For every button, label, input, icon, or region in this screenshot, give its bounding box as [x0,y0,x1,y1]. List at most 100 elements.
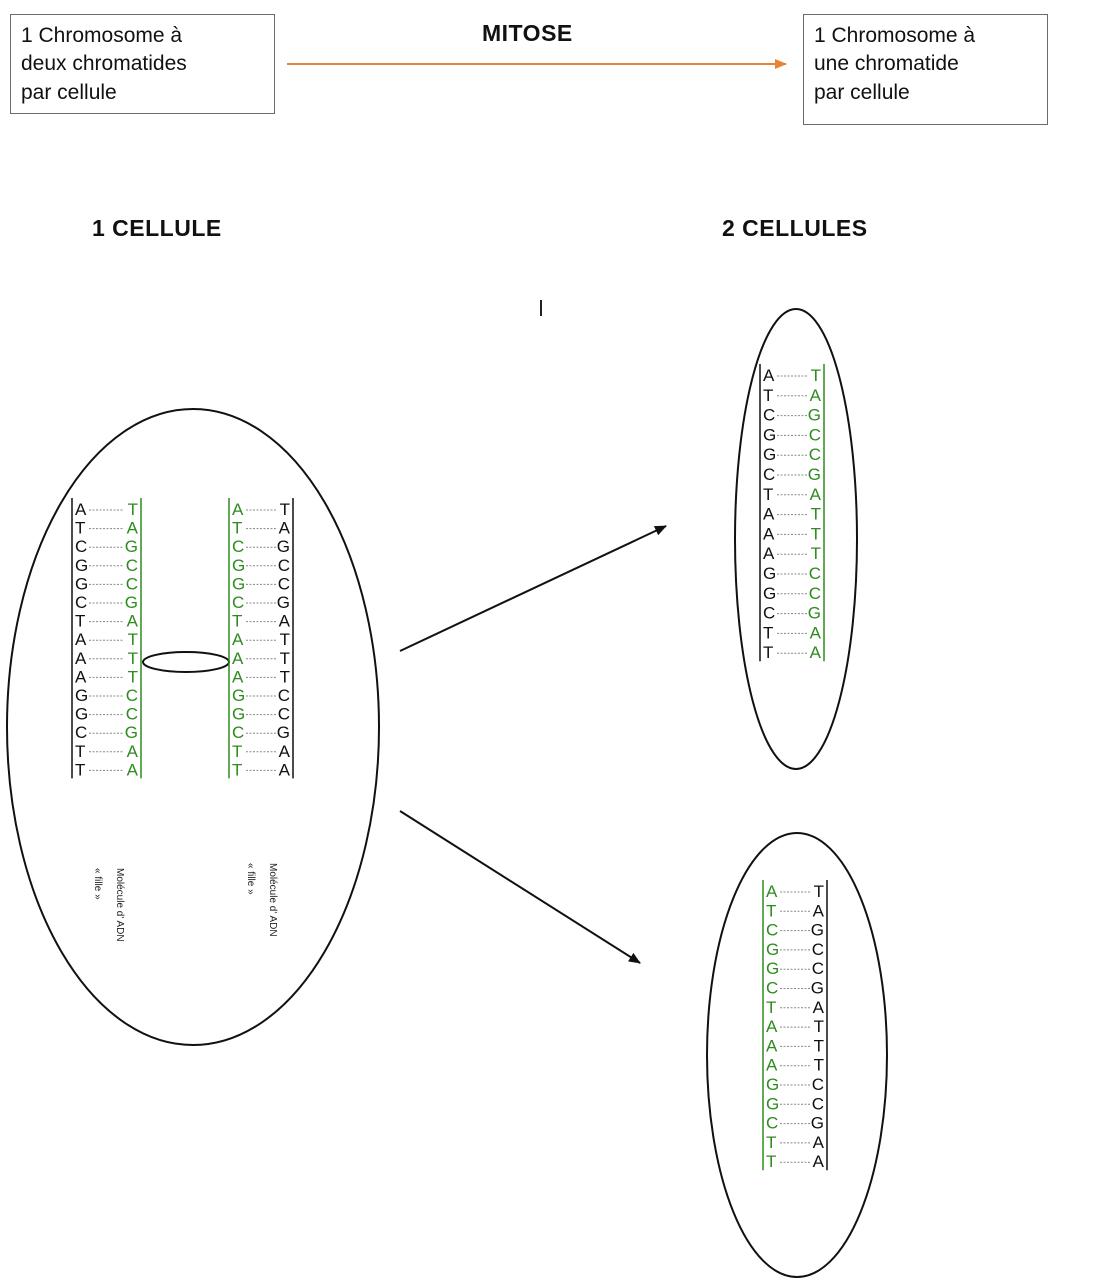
base-left: C [766,1114,778,1133]
base-right: G [808,406,821,425]
base-right: C [278,574,290,593]
mitose-title: MITOSE [482,20,573,46]
base-left: C [232,593,244,612]
base-right: A [813,998,825,1017]
base-right: A [810,485,822,504]
base-right: C [809,584,821,603]
base-left: T [75,612,85,631]
daughter-cell-bottom [706,832,888,1278]
base-left: T [763,386,773,405]
box-left-line-1: 1 Chromosome à [21,24,183,47]
base-right: A [279,612,291,631]
box-one-chromatid: 1 Chromosome à une chromatide par cellul… [803,14,1048,125]
base-left: A [763,544,775,563]
base-left: C [232,537,244,556]
base-left: G [75,705,88,724]
base-right: A [279,519,291,538]
base-left: G [763,445,776,464]
box-right-line-1: 1 Chromosome à [814,24,976,47]
base-right: C [278,705,290,724]
base-left: G [763,425,776,444]
base-left: C [766,979,778,998]
base-left: A [75,649,87,668]
base-left: G [232,705,245,724]
base-right: T [280,630,290,649]
base-left: T [766,998,776,1017]
box-two-chromatids: 1 Chromosome à deux chromatides par cell… [10,14,275,114]
base-right: T [128,649,138,668]
box-right-line-2: une chromatide [814,52,959,76]
base-right: G [125,593,138,612]
base-right: A [127,742,139,761]
base-right: G [808,604,821,623]
base-left: A [232,500,244,519]
base-right: T [814,1056,824,1075]
base-right: A [127,760,139,779]
base-right: C [812,959,824,978]
mother-cell [6,408,380,1046]
base-right: C [809,445,821,464]
base-right: C [278,556,290,575]
base-left: A [766,1036,778,1055]
base-right: A [813,1152,825,1171]
base-left: C [75,723,87,742]
base-right: A [279,742,291,761]
base-right: T [280,500,290,519]
base-right: G [125,537,138,556]
box-left-line-3: par cellule [21,80,117,104]
base-left: T [766,1152,776,1171]
base-right: T [128,500,138,519]
base-right: G [811,1114,824,1133]
daughter-cell-top [734,308,858,770]
base-left: A [763,505,775,524]
base-left: A [75,630,87,649]
base-right: T [811,366,821,385]
box-right-line-3: par cellule [814,80,910,104]
base-left: G [766,1075,779,1094]
base-right: A [127,519,139,538]
base-left: A [766,882,778,901]
base-left: T [75,519,85,538]
base-left: A [232,630,244,649]
base-left: C [232,723,244,742]
base-left: A [232,649,244,668]
base-left: T [766,1133,776,1152]
base-right: C [812,1075,824,1094]
base-right: T [814,1036,824,1055]
base-left: A [75,500,87,519]
base-right: A [279,760,291,779]
base-left: T [232,519,242,538]
base-left: C [75,593,87,612]
base-left: G [766,1094,779,1113]
stray-tick-mark [540,300,542,316]
base-left: T [75,742,85,761]
base-right: C [126,574,138,593]
base-right: A [810,643,822,662]
box-left-line-2: deux chromatides [21,52,187,76]
base-right: G [277,723,290,742]
base-left: G [763,564,776,583]
base-right: G [277,593,290,612]
base-left: T [232,760,242,779]
base-right: C [809,425,821,444]
heading-one-cell: 1 CELLULE [92,215,222,241]
base-left: A [75,667,87,686]
base-left: T [232,612,242,631]
base-left: G [232,686,245,705]
base-left: G [75,574,88,593]
label-left-line-1: Molécule d' ADN [114,868,125,942]
base-left: G [75,686,88,705]
base-right: T [814,882,824,901]
base-left: G [232,574,245,593]
base-left: G [766,959,779,978]
base-left: G [232,556,245,575]
base-right: G [125,723,138,742]
base-right: T [811,505,821,524]
base-right: G [811,979,824,998]
arrow-to-bottom-cell [399,810,641,964]
base-left: C [763,465,775,484]
label-right-line-1: Molécule d' ADN [267,863,278,937]
base-left: C [763,604,775,623]
